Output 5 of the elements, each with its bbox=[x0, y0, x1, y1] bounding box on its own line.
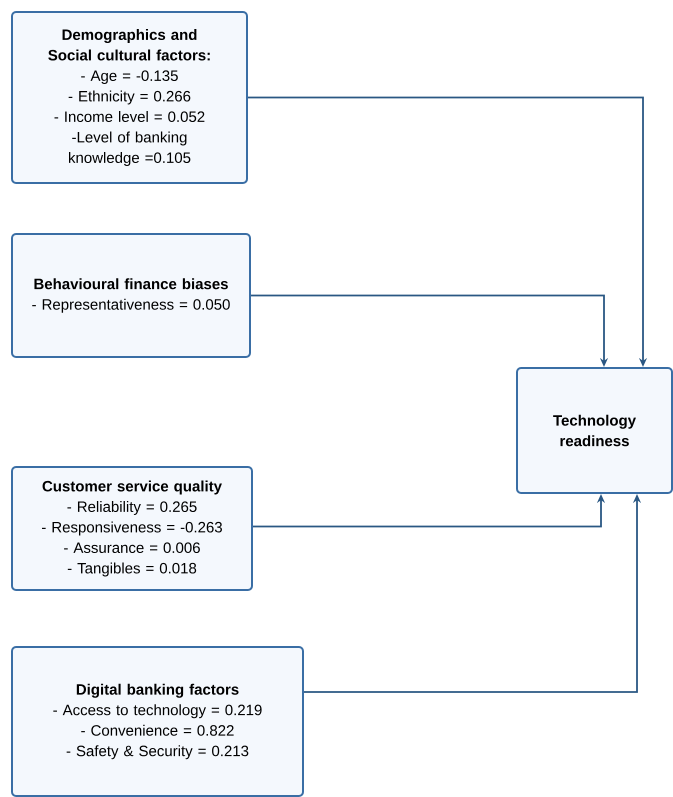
factor-box: Behavioural finance biases - Representativeness = 0.050 bbox=[11, 233, 251, 358]
factor-box: Technology readiness bbox=[516, 367, 673, 494]
factor-box: Customer service quality - Reliability = 0.265 - Responsiveness = -0.263 - Assurance = 0.006 - Tangibles = 0.018 bbox=[11, 466, 253, 591]
factor-box: Demographics and Social cultural factors: - Age = -0.135 - Ethnicity = 0.266 - Income level = 0.052 -Level of banking knowledge =0.105 bbox=[11, 11, 248, 184]
factor-box: Digital banking factors - Access to technology = 0.219 - Convenience = 0.822 - Safety & Security = 0.213 bbox=[11, 646, 304, 797]
